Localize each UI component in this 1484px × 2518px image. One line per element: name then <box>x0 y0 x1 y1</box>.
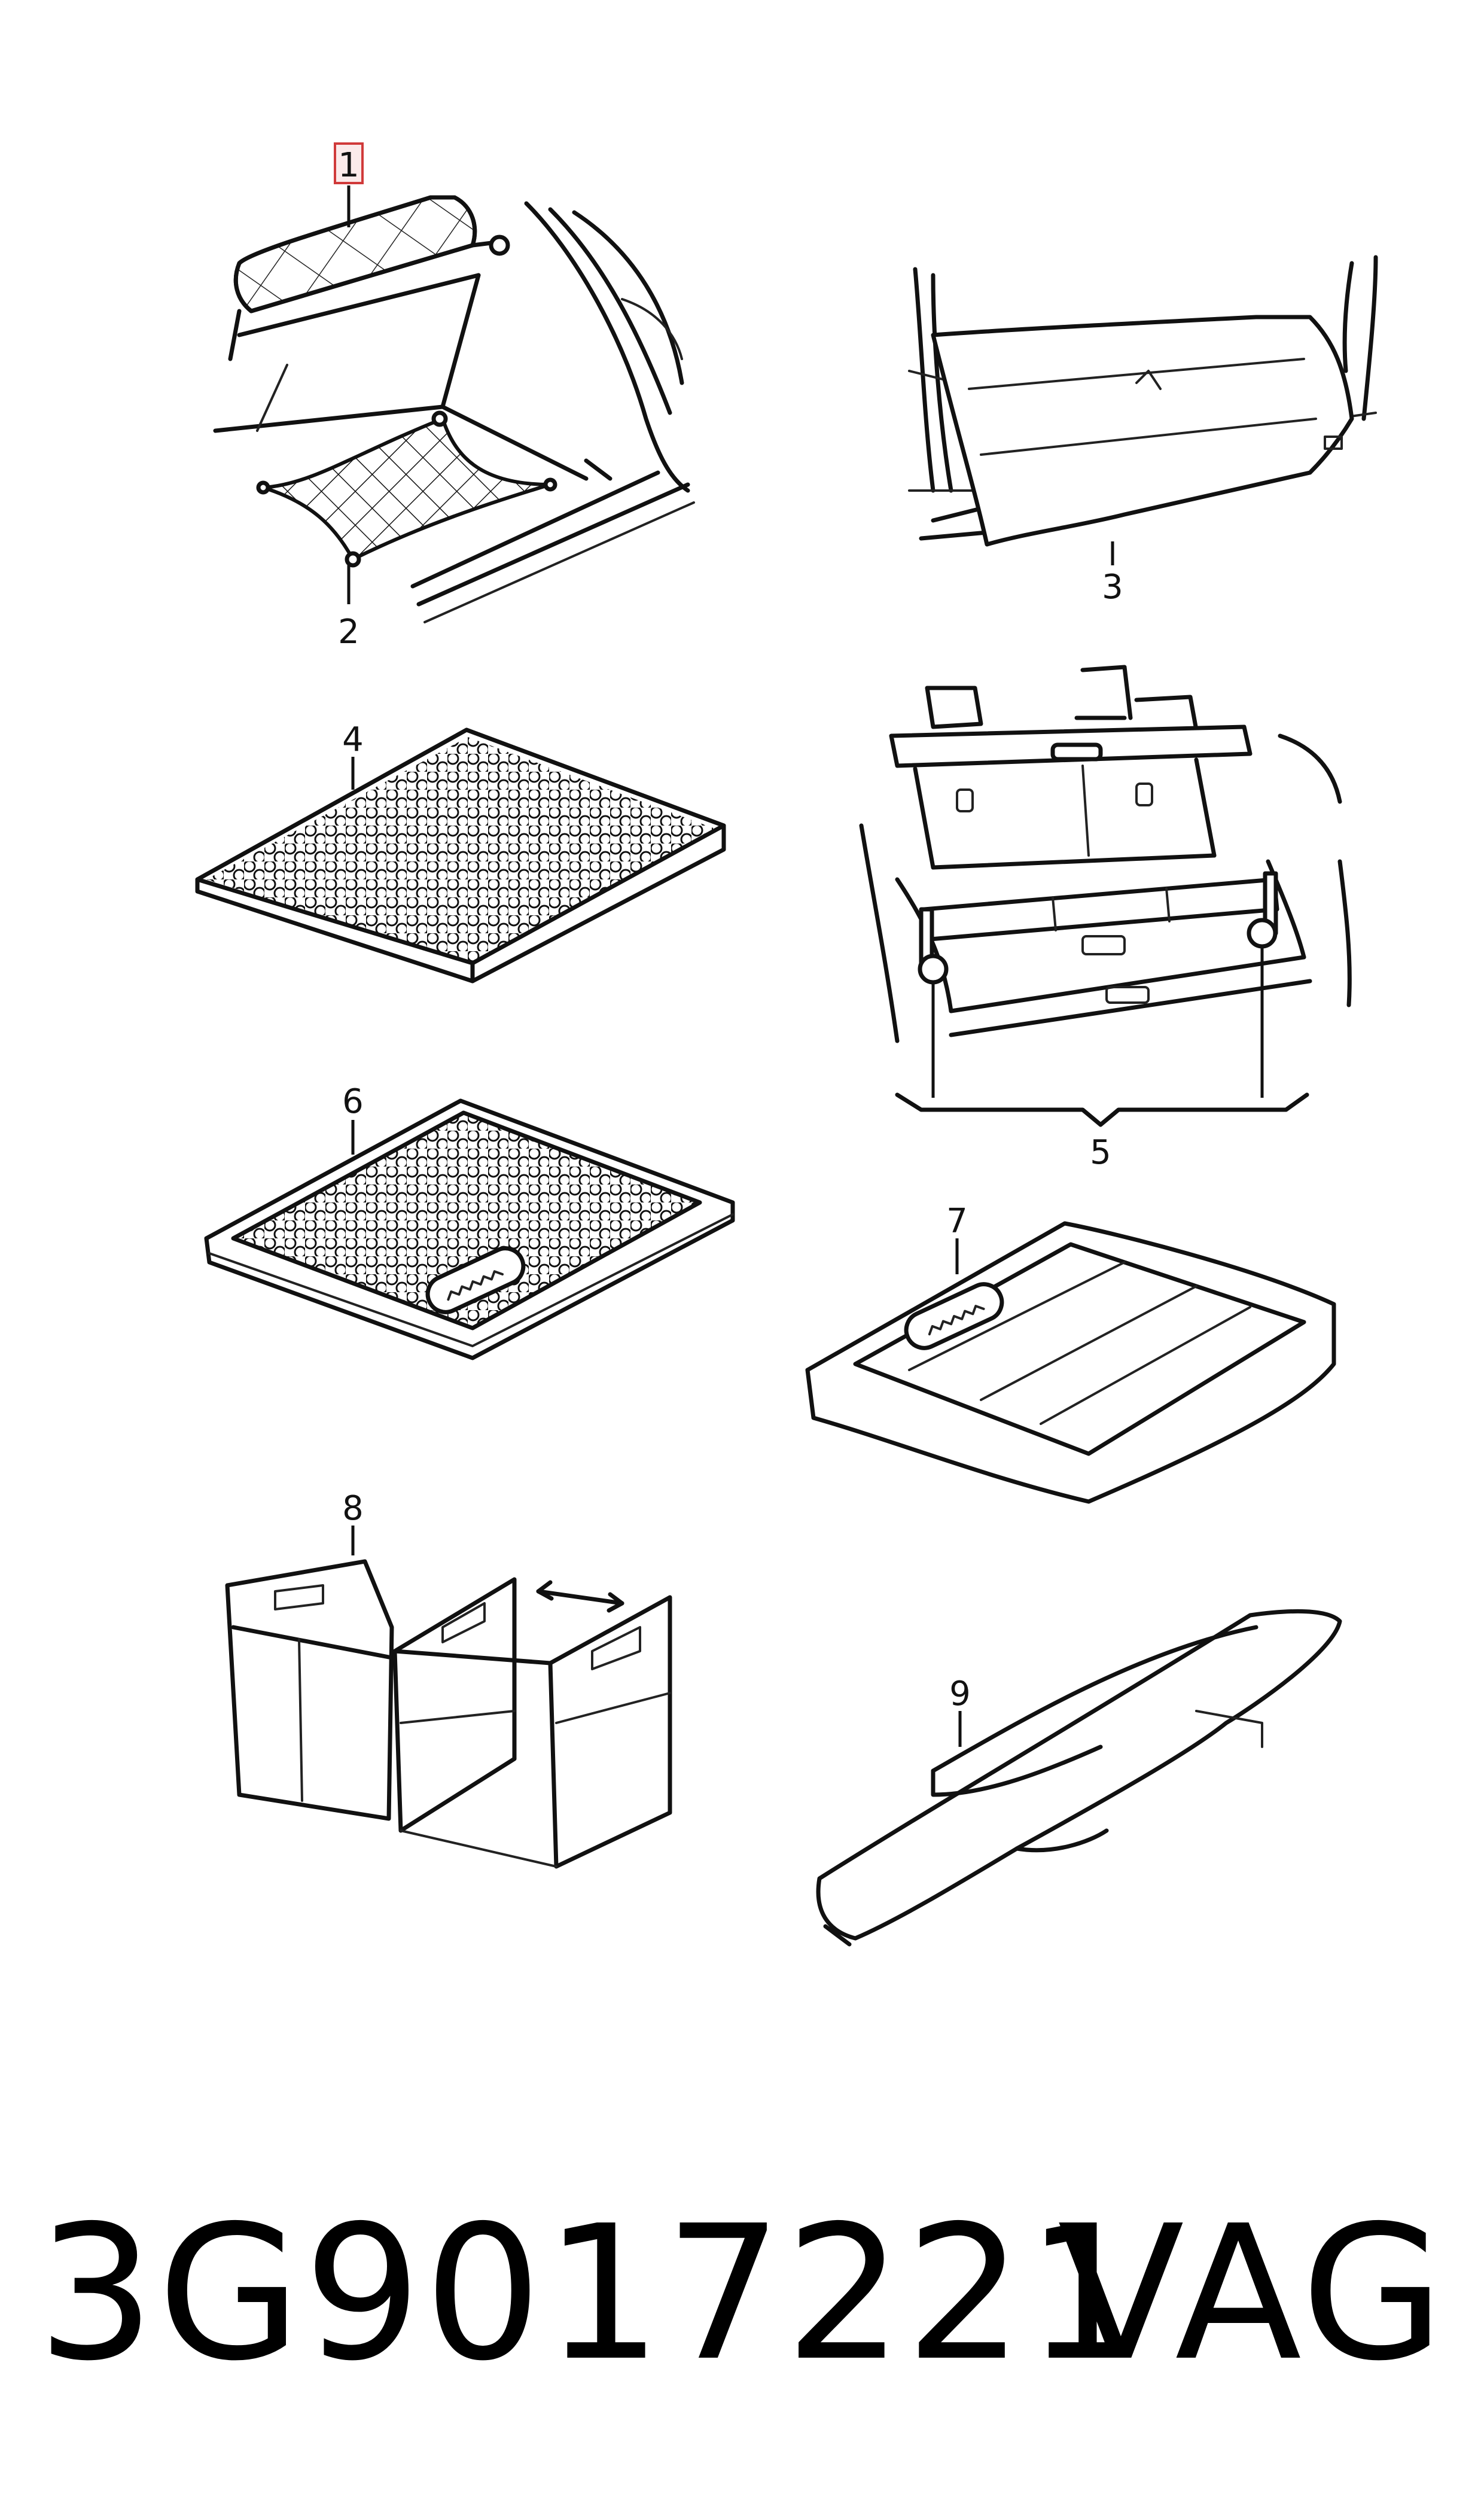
item-4-illustration <box>195 727 726 984</box>
callout-1-label: 1 <box>338 146 359 185</box>
callout-2-label: 2 <box>338 613 359 651</box>
callout-1[interactable]: 1 <box>334 142 364 227</box>
item-5-illustration <box>859 665 1352 1043</box>
callout-6[interactable]: 6 <box>342 1082 364 1155</box>
callout-2[interactable]: 2 <box>338 565 359 651</box>
callout-9[interactable]: 9 <box>949 1674 971 1747</box>
part-number: 3G9017221 <box>37 2186 1147 2402</box>
callout-8-label: 8 <box>342 1489 364 1528</box>
callout-9-label: 9 <box>949 1674 971 1713</box>
callout-7-label: 7 <box>946 1202 968 1241</box>
callout-4[interactable]: 4 <box>342 720 364 790</box>
callout-3-label: 3 <box>1102 568 1123 607</box>
callout-7[interactable]: 7 <box>946 1202 968 1274</box>
trunk-illustration-1-2 <box>213 195 695 623</box>
callout-4-label: 4 <box>342 720 364 759</box>
callout-5[interactable]: 5 <box>895 945 1309 1172</box>
item-7-illustration <box>805 1221 1336 1504</box>
callout-8[interactable]: 8 <box>342 1489 364 1555</box>
callout-6-label: 6 <box>342 1082 364 1121</box>
item-6-illustration <box>204 1098 735 1360</box>
callout-3[interactable]: 3 <box>1102 541 1123 607</box>
callout-5-label: 5 <box>1090 1133 1111 1172</box>
item-3-illustration <box>908 255 1378 547</box>
item-8-illustration <box>225 1559 672 1869</box>
brand-name: VAG <box>1057 2186 1447 2402</box>
item-9-illustration <box>816 1609 1342 1947</box>
